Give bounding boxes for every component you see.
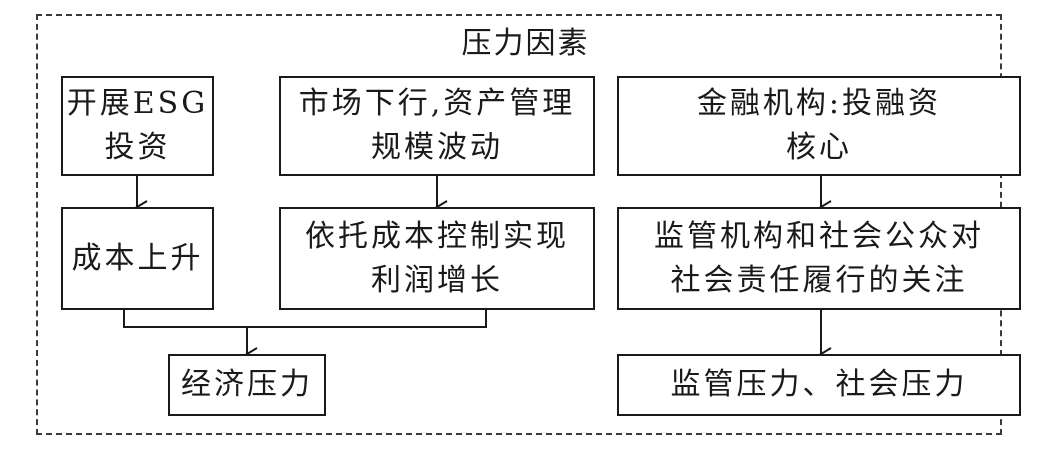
box-regulatory-social-pressure: 监管压力、社会压力 [617, 354, 1021, 416]
box-market-downturn: 市场下行,资产管理 规模波动 [279, 76, 595, 176]
box-regulatory-attention: 监管机构和社会公众对 社会责任履行的关注 [617, 207, 1021, 310]
diagram-title: 压力因素 [461, 26, 590, 61]
box-esg-investment: 开展ESG 投资 [61, 76, 214, 176]
box-economic-pressure: 经济压力 [168, 354, 326, 416]
box-cost-control-profit: 依托成本控制实现 利润增长 [279, 207, 595, 310]
box-financial-institution: 金融机构:投融资 核心 [617, 76, 1021, 176]
box-cost-increase: 成本上升 [61, 207, 214, 310]
